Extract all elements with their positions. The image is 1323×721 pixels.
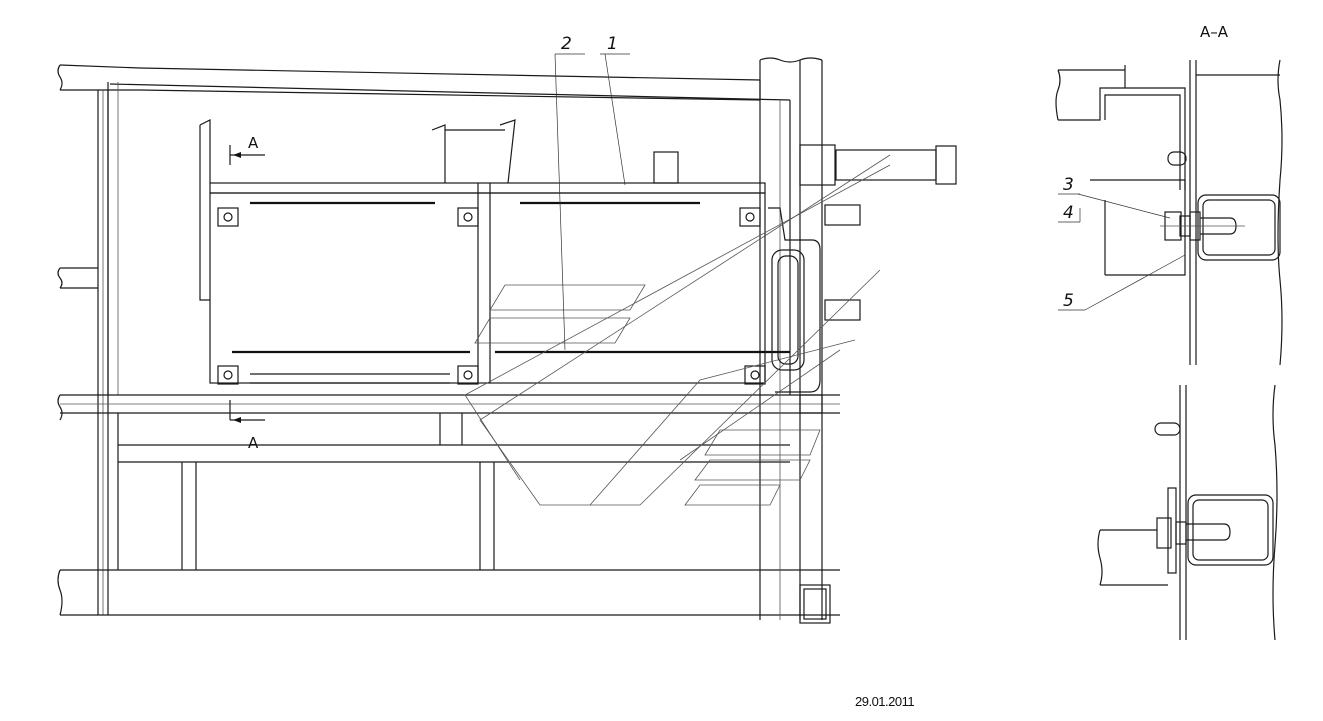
callout-1: 1 [600,34,630,186]
section-view: A–A 3 4 5 [1055,23,1283,641]
section-mark-bottom: A [229,400,265,452]
svg-text:3: 3 [1063,175,1074,195]
battery-box [199,119,957,393]
svg-text:4: 4 [1063,203,1074,223]
drawing-date: 29.01.2011 [855,694,914,709]
svg-text:1: 1 [607,34,618,54]
section-letter-bottom: A [248,434,259,452]
section-title: A–A [1200,23,1229,41]
section-letter-top: A [248,134,259,152]
chassis-frame [57,57,840,624]
svg-text:5: 5 [1063,291,1074,311]
callout-2: 2 [554,34,585,351]
phantom-outline [464,154,891,506]
svg-text:2: 2 [561,34,572,54]
section-mark-top: A [229,134,265,165]
